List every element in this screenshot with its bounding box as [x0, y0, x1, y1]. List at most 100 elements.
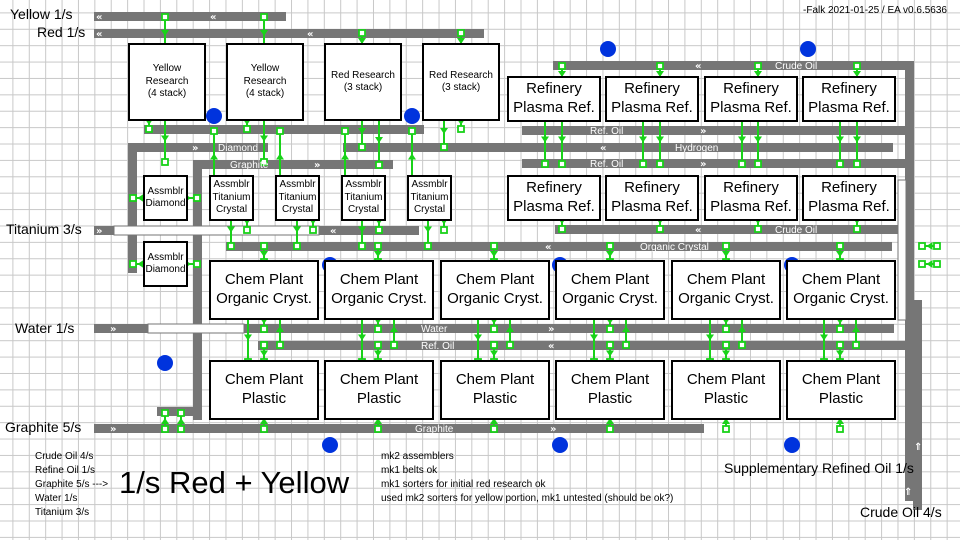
sorter-end-icon — [558, 225, 566, 233]
sorter-end-icon — [293, 242, 301, 250]
machine-label: Organic Cryst. — [678, 290, 774, 307]
sorter-arrow-icon — [722, 350, 730, 357]
machine-label: Chem Plant — [224, 371, 304, 389]
belt-arrow-icon: » — [550, 424, 556, 435]
belt-titanium-return — [226, 242, 356, 251]
sorter-end-icon — [558, 160, 566, 168]
belt-ref-oil-lower — [258, 341, 913, 350]
belt-label-graphite-2: Graphite — [415, 424, 454, 435]
sorter-arrow-icon — [706, 334, 714, 341]
machine-label: Assmblr — [279, 179, 316, 191]
sorter-arrow-icon — [639, 136, 647, 143]
machine-label: Assmblr — [147, 251, 184, 263]
machine-label: Plasma Ref. — [611, 99, 693, 116]
sorter-end-icon — [836, 242, 844, 250]
machine-label: Red Research — [429, 69, 493, 81]
sorter-arrow-icon — [490, 418, 498, 424]
belt-titanium-2 — [319, 226, 419, 235]
belt-arrow-icon: « — [96, 12, 102, 23]
sorter-arrow-icon — [853, 136, 861, 143]
machine-label: Chem Plant — [339, 271, 419, 289]
belt-label-crude-oil-2: Crude Oil — [775, 225, 817, 236]
sorter-arrow-icon — [722, 251, 730, 257]
research-lab[interactable]: Red Research(3 stack) — [422, 43, 500, 121]
sorter-arrow-icon — [358, 38, 366, 44]
belt-arrow-icon: « — [548, 341, 554, 352]
sorter-end-icon — [341, 127, 349, 135]
sorter-arrow-icon — [260, 418, 268, 424]
sorter-end-icon — [193, 260, 201, 268]
sorter-arrow-icon — [161, 135, 169, 142]
machine-label: Crystal — [281, 204, 314, 216]
belt-supp-oil-vertical — [913, 300, 922, 510]
sorter-arrow-icon — [374, 251, 382, 257]
sorter-end-icon — [227, 242, 235, 250]
machine-label: Chem Plant — [686, 271, 766, 289]
belt-gap — [147, 323, 245, 334]
sorter-end-icon — [161, 158, 169, 166]
power-node — [600, 41, 616, 57]
sorter-end-icon — [490, 425, 498, 433]
sorter-end-icon — [177, 409, 185, 417]
sorter-end-icon — [738, 160, 746, 168]
belt-arrow-icon: « — [600, 143, 606, 154]
sorter-end-icon — [836, 325, 844, 333]
machine-label: Refinery — [723, 80, 779, 98]
sorter-end-icon — [606, 341, 614, 349]
belt-left-vertical-2 — [193, 160, 202, 420]
machine-label: Refinery — [821, 179, 877, 197]
sorter-end-icon — [374, 425, 382, 433]
power-node — [800, 41, 816, 57]
machine-label: Plastic — [818, 390, 864, 407]
sorter-arrow-icon — [558, 71, 566, 77]
notes-list: mk2 assemblers mk1 belts ok mk1 sorters … — [381, 450, 673, 506]
sorter-arrow-icon — [424, 226, 432, 233]
sorter-end-icon — [754, 62, 762, 70]
belt-arrow-icon: » — [110, 424, 116, 435]
machine-label: Diamond — [145, 198, 186, 209]
belt-arrow-icon: » — [314, 160, 320, 171]
sorter-end-icon — [260, 242, 268, 250]
sorter-end-icon — [852, 341, 860, 349]
sorter-arrow-icon — [836, 418, 844, 424]
belt-graphite-upper — [193, 160, 393, 169]
machine-label: Chem Plant — [339, 371, 419, 389]
sorter-arrow-icon — [738, 326, 746, 332]
machine-label: Plasma Ref. — [513, 198, 595, 215]
research-lab[interactable]: Red Research(3 stack) — [324, 43, 402, 121]
sorter-end-icon — [656, 160, 664, 168]
belt-label-ref-oil-2: Ref. Oil — [590, 159, 623, 170]
sorter-end-icon — [558, 62, 566, 70]
belt-arrow-icon: « — [545, 242, 551, 253]
sorter-end-icon — [260, 13, 268, 21]
sorter-arrow-icon — [276, 153, 284, 160]
